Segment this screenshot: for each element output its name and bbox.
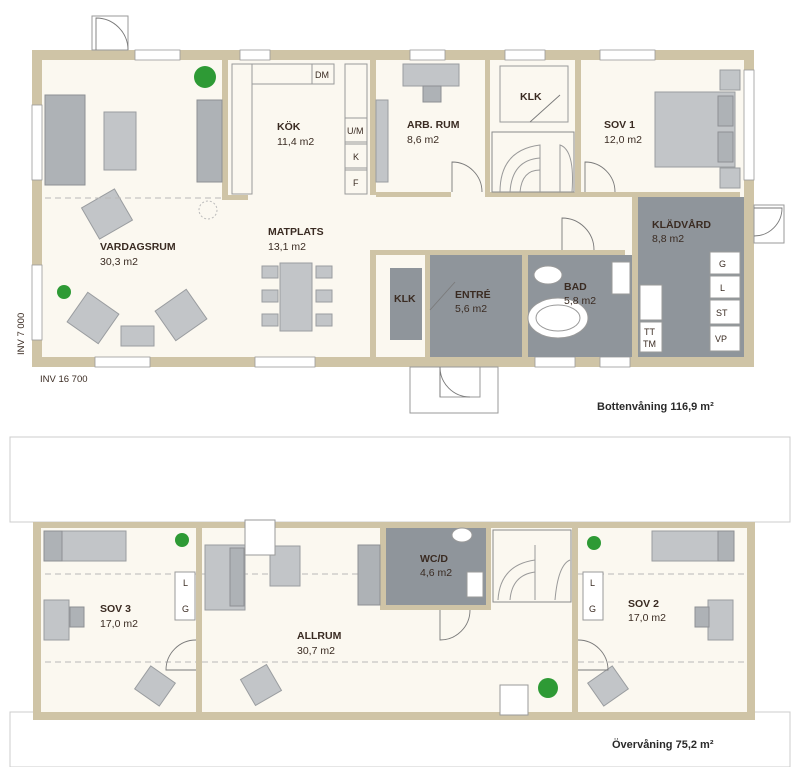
room-name: SOV 2 bbox=[628, 598, 659, 610]
room-area: 12,0 m2 bbox=[604, 134, 642, 146]
laundry-cabinets bbox=[561, 217, 741, 353]
wardrobe-g-label: G bbox=[182, 604, 189, 614]
room-name: ALLRUM bbox=[297, 630, 342, 642]
room-area: 4,6 m2 bbox=[420, 567, 452, 579]
plant-icon bbox=[587, 536, 601, 550]
micro-label: U/M bbox=[347, 126, 364, 136]
interior-walls bbox=[222, 60, 740, 360]
fridge-label: K bbox=[353, 152, 359, 162]
floor-caption: Övervåning 75,2 m² bbox=[612, 738, 714, 751]
freezer-label: F bbox=[353, 178, 359, 188]
stairs-upper bbox=[492, 529, 572, 603]
room-area: 17,0 m2 bbox=[100, 618, 138, 630]
office-desk bbox=[375, 63, 483, 193]
dining-table bbox=[261, 262, 333, 332]
room-name: VARDAGSRUM bbox=[100, 241, 176, 253]
entry-steps bbox=[409, 366, 499, 414]
kitchen bbox=[231, 63, 368, 195]
width-dimension: INV 16 700 bbox=[40, 374, 88, 385]
plant-icon bbox=[175, 533, 189, 547]
room-name: MATPLATS bbox=[268, 226, 324, 238]
floor-caption: Bottenvåning 116,9 m² bbox=[597, 401, 714, 413]
garden-door bbox=[91, 15, 129, 51]
entre-floor bbox=[430, 255, 522, 357]
room-area: 30,3 m2 bbox=[100, 256, 138, 268]
depth-dimension: INV 7 000 bbox=[16, 313, 27, 355]
sov2-furniture bbox=[577, 530, 735, 707]
room-area: 13,1 m2 bbox=[268, 241, 306, 253]
sov3-furniture bbox=[43, 530, 197, 707]
room-name: BAD bbox=[564, 281, 587, 293]
room-name: ARB. RUM bbox=[407, 119, 460, 131]
tm-label: TM bbox=[643, 339, 656, 349]
living-room-furniture bbox=[44, 66, 223, 347]
room-area: 5,8 m2 bbox=[564, 295, 596, 307]
room-name: ENTRÉ bbox=[455, 288, 491, 301]
room-name: SOV 1 bbox=[604, 119, 635, 131]
plant-icon bbox=[57, 285, 71, 299]
side-door bbox=[753, 204, 785, 244]
entry-door-swing bbox=[429, 281, 456, 311]
room-area: 11,4 m2 bbox=[277, 136, 314, 148]
windows bbox=[31, 49, 755, 368]
bathroom-fixtures bbox=[527, 261, 631, 339]
room-area: 17,0 m2 bbox=[628, 612, 666, 624]
klk-entry-floor bbox=[390, 268, 422, 340]
roof-outline bbox=[9, 436, 791, 523]
stairs-ground bbox=[491, 131, 575, 193]
klk-top bbox=[499, 65, 569, 123]
tt-label: TT bbox=[644, 327, 655, 337]
plant-icon bbox=[194, 66, 216, 88]
cabinet-vp-label: VP bbox=[715, 334, 727, 344]
wardrobe-g-label: G bbox=[589, 604, 596, 614]
allrum-furniture bbox=[204, 519, 558, 716]
klk-label: KLK bbox=[520, 91, 542, 103]
room-name: KÖK bbox=[277, 120, 301, 133]
room-area: 8,8 m2 bbox=[652, 233, 684, 245]
ground-floor: VARDAGSRUM 30,3 m2 KÖK 11,4 m2 ARB. RUM … bbox=[16, 15, 785, 414]
cabinet-l-label: L bbox=[720, 283, 725, 293]
plant-icon bbox=[538, 678, 558, 698]
wardrobe-l-label: L bbox=[183, 578, 188, 588]
bedroom1-bed bbox=[584, 69, 741, 193]
room-name: WC/D bbox=[420, 553, 448, 565]
room-name: SOV 3 bbox=[100, 603, 131, 615]
cabinet-st-label: ST bbox=[716, 308, 728, 318]
room-area: 8,6 m2 bbox=[407, 134, 439, 146]
wardrobe-l-label: L bbox=[590, 578, 595, 588]
dishwasher-label: DM bbox=[315, 70, 329, 80]
room-area: 5,6 m2 bbox=[455, 303, 487, 315]
room-area: 30,7 m2 bbox=[297, 645, 335, 657]
upper-floor: SOV 3 17,0 m2 ALLRUM 30,7 m2 WC/D 4,6 m2… bbox=[9, 436, 791, 767]
room-name: KLÄDVÅRD bbox=[652, 218, 711, 231]
cabinet-g-label: G bbox=[719, 259, 726, 269]
klk-label: KLK bbox=[394, 293, 416, 305]
